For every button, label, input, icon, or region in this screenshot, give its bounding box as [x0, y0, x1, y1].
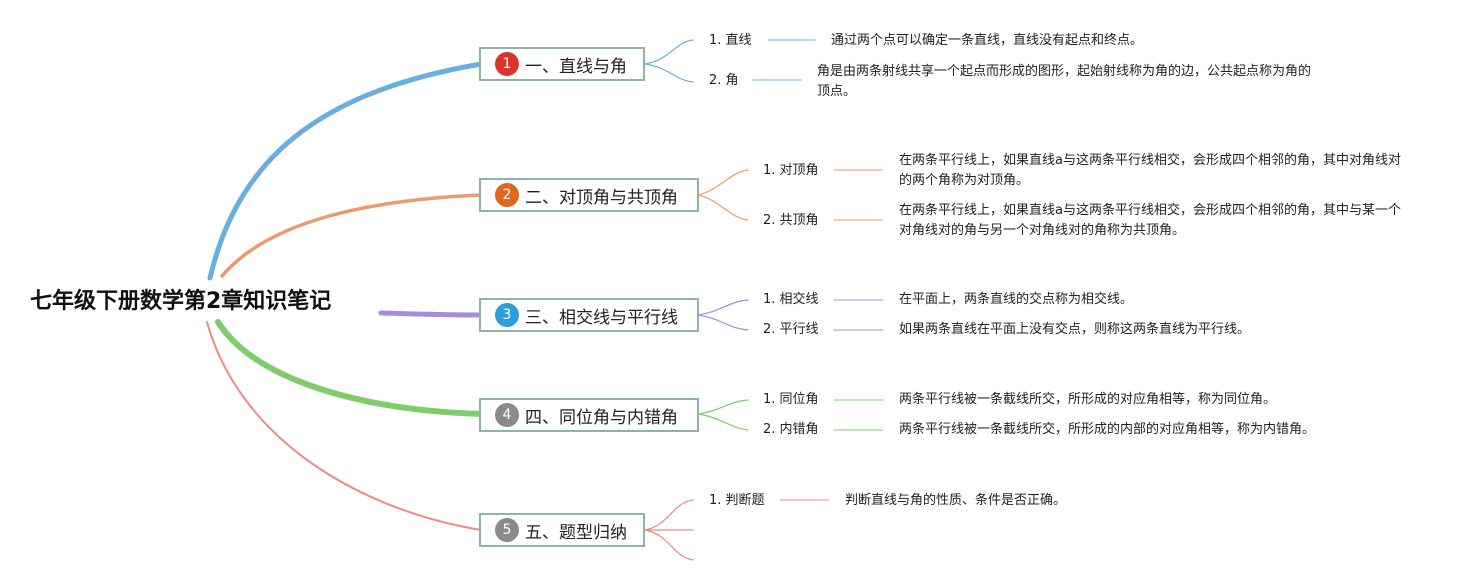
subtopic-parallel-line-desc: 如果两条直线在平面上没有交点，则称这两条直线为平行线。: [899, 322, 1251, 337]
subtopic-intersecting-line[interactable]: 1. 相交线: [763, 292, 819, 307]
subtopic-parallel-line[interactable]: 2. 平行线: [763, 322, 819, 337]
branch-lines-and-angles[interactable]: 1 一、直线与角: [479, 47, 645, 81]
branch-intersecting-parallel-lines[interactable]: 3 三、相交线与平行线: [479, 298, 699, 332]
subtopic-line[interactable]: 1. 直线: [709, 33, 752, 48]
subtopic-alternate-interior-angle[interactable]: 2. 内错角: [763, 422, 819, 437]
subtopic-corresponding-angle-desc: 两条平行线被一条截线所交，所形成的对应角相等，称为同位角。: [899, 392, 1277, 407]
subtopic-intersecting-line-desc: 在平面上，两条直线的交点称为相交线。: [899, 292, 1134, 307]
connector-root-branch-4: [215, 319, 484, 417]
connector-branch1-line: [644, 39, 694, 65]
subtopic-line-desc: 通过两个点可以确定一条直线，直线没有起点和终点。: [831, 33, 1144, 48]
subtopic-angle[interactable]: 2. 角: [709, 73, 739, 88]
number-badge: 4: [495, 403, 519, 427]
subtopic-corresponding-angle[interactable]: 1. 同位角: [763, 392, 819, 407]
number-badge: 3: [495, 303, 519, 327]
branch-vertical-angles[interactable]: 2 二、对顶角与共顶角: [479, 178, 699, 212]
subtopic-vertical-angle-desc: 在两条平行线上，如果直线a与这两条平行线相交，会形成四个相邻的角，其中对角线对的…: [899, 153, 1401, 188]
branch-label: 五、题型归纳: [525, 522, 627, 543]
number-badge: 5: [495, 518, 519, 542]
number-badge: 2: [495, 183, 519, 207]
connector-branch1-angle: [644, 63, 694, 83]
connector-branch4-alternate: [697, 413, 749, 431]
connector-branch2-vertical: [697, 169, 749, 196]
branch-corresponding-alternate-angles[interactable]: 4 四、同位角与内错角: [479, 398, 699, 432]
connector-root-branch-1: [207, 61, 484, 281]
subtopic-true-false[interactable]: 1. 判断题: [709, 493, 765, 508]
branch-question-types[interactable]: 5 五、题型归纳: [479, 513, 645, 547]
connector-branch5-true-false: [644, 499, 694, 531]
connector-branch5-empty-2: [644, 529, 694, 561]
subtopic-common-vertex-angle[interactable]: 2. 共顶角: [763, 213, 819, 228]
connector-branch3-parallel: [697, 314, 749, 331]
root-topic[interactable]: 七年级下册数学第2章知识笔记: [30, 289, 332, 314]
branch-label: 一、直线与角: [525, 56, 627, 77]
subtopic-vertical-angle[interactable]: 1. 对顶角: [763, 163, 819, 178]
branch-label: 三、相交线与平行线: [525, 307, 678, 328]
number-badge: 1: [495, 52, 519, 76]
connector-branch4-corresponding: [697, 399, 749, 415]
branch-label: 四、同位角与内错角: [525, 407, 678, 428]
connector-root-branch-2: [220, 193, 483, 278]
connector-branch3-intersect: [697, 299, 749, 316]
connector-branch2-common: [697, 194, 749, 221]
connector-root-branch-3: [378, 310, 484, 318]
branch-label: 二、对顶角与共顶角: [525, 187, 678, 208]
subtopic-true-false-desc: 判断直线与角的性质、条件是否正确。: [845, 493, 1067, 508]
subtopic-angle-desc: 角是由两条射线共享一个起点而形成的图形，起始射线称为角的边，公共起点称为角的顶点…: [817, 64, 1312, 99]
connector-root-branch-5: [206, 321, 482, 531]
subtopic-alternate-interior-angle-desc: 两条平行线被一条截线所交，所形成的内部的对应角相等，称为内错角。: [899, 422, 1316, 437]
subtopic-common-vertex-angle-desc: 在两条平行线上，如果直线a与这两条平行线相交，会形成四个相邻的角，其中与某一个对…: [899, 203, 1401, 238]
